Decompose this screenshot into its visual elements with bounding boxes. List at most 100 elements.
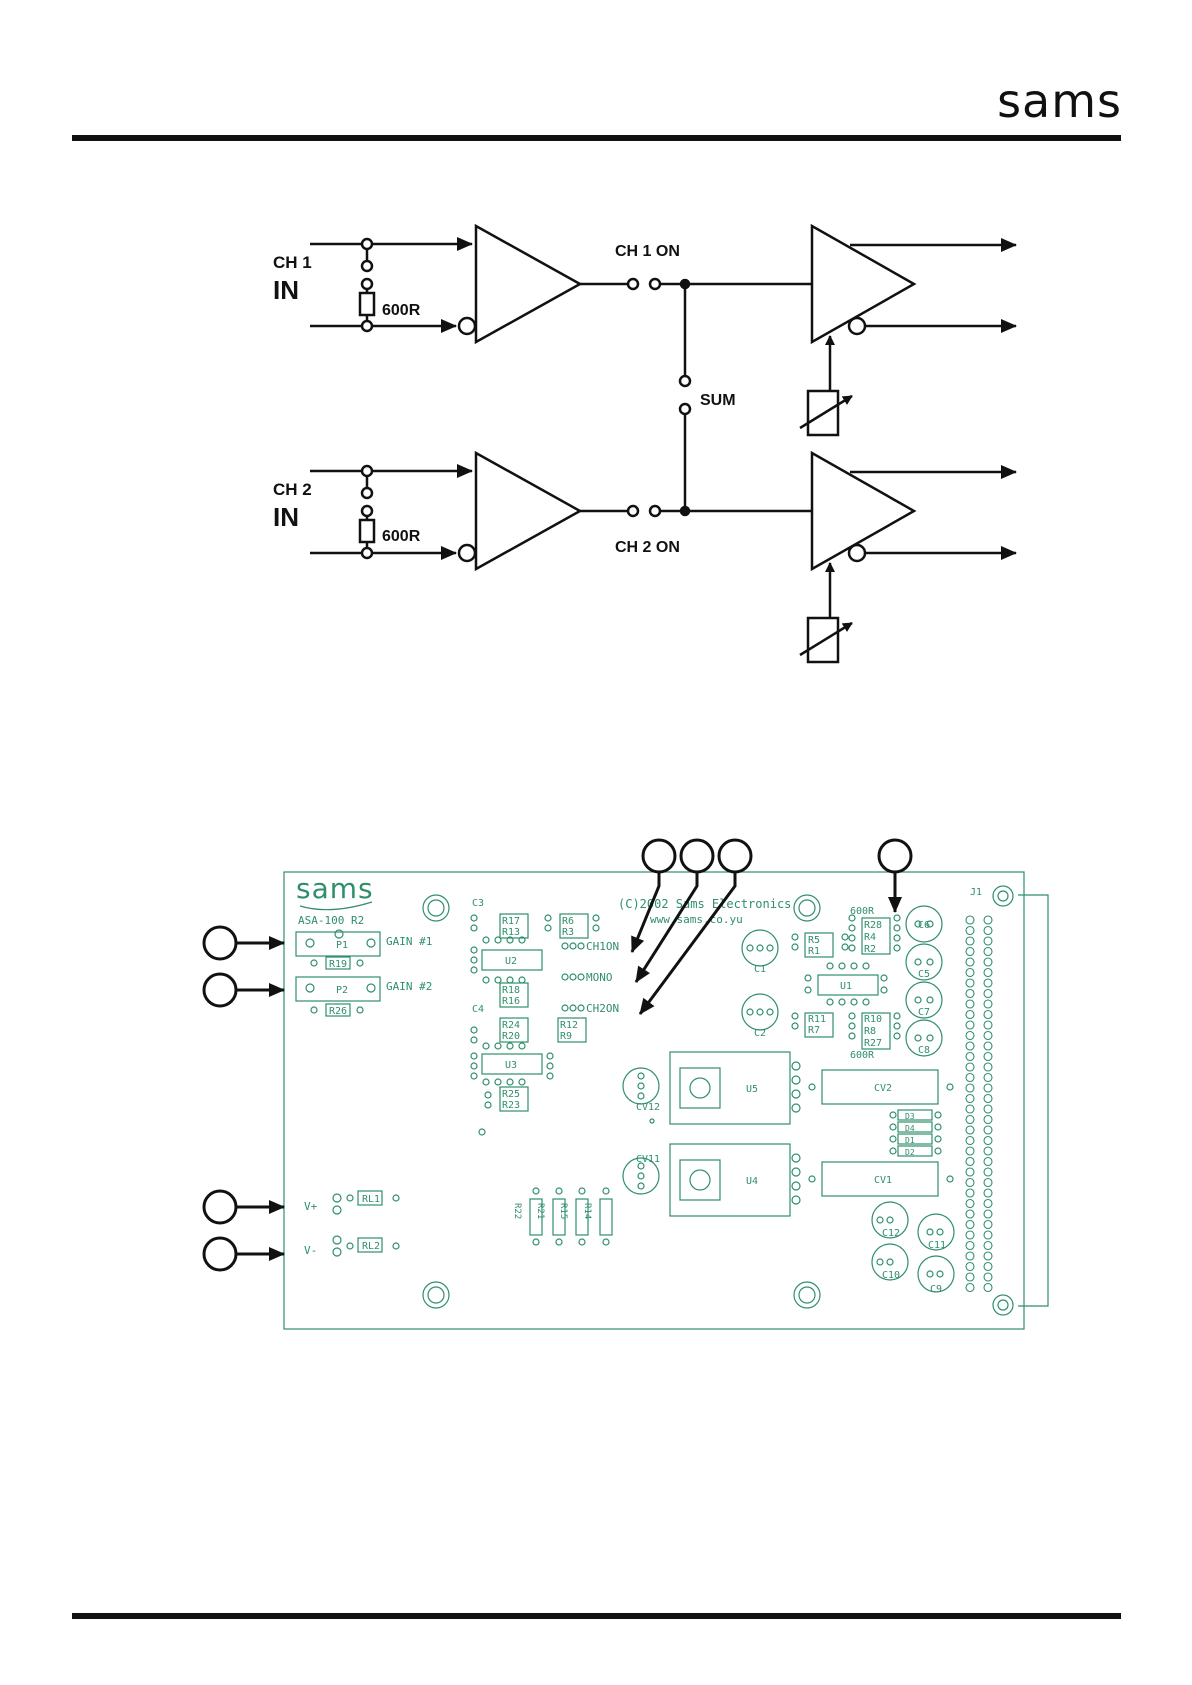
j1-pin bbox=[983, 1251, 993, 1261]
callout-gain1 bbox=[202, 925, 238, 961]
ch2-output-amplifier bbox=[810, 450, 917, 572]
j1-pin bbox=[983, 957, 993, 967]
ch2-in-label: IN bbox=[273, 502, 299, 532]
j1-pin bbox=[983, 1188, 993, 1198]
j1-pin bbox=[983, 915, 993, 925]
r7-label: R7 bbox=[808, 1025, 820, 1036]
j1-pin bbox=[983, 1282, 993, 1293]
r14-label: R14 bbox=[582, 1203, 592, 1219]
gain2-label: GAIN #2 bbox=[386, 980, 432, 993]
j1-pin bbox=[965, 1135, 975, 1146]
c2-label: C2 bbox=[754, 1028, 766, 1039]
ch1-label: CH 1 bbox=[273, 253, 312, 272]
j1-pin bbox=[983, 988, 993, 999]
pcb-pads bbox=[305, 914, 954, 1278]
j1-pin bbox=[965, 1072, 975, 1083]
j1-pin bbox=[965, 957, 975, 967]
j1-label: J1 bbox=[970, 887, 982, 898]
r23-label: R23 bbox=[502, 1100, 520, 1111]
r8-label: R8 bbox=[864, 1026, 876, 1037]
j1-pin bbox=[965, 1272, 975, 1282]
u3-label: U3 bbox=[505, 1060, 517, 1071]
j1-pin bbox=[965, 1114, 975, 1125]
cv2-label: CV2 bbox=[874, 1083, 892, 1094]
callouts bbox=[202, 838, 913, 1272]
r21-label: R21 bbox=[535, 1203, 545, 1219]
ch2-input-section bbox=[310, 450, 812, 572]
j1-pin bbox=[965, 1219, 975, 1230]
edge-connector-outline bbox=[1018, 894, 1049, 1307]
j1-pin bbox=[983, 1272, 993, 1282]
cv11-label: CV11 bbox=[636, 1154, 660, 1165]
r27-label: R27 bbox=[864, 1038, 882, 1049]
j1-pin bbox=[965, 1261, 975, 1272]
callout-mono bbox=[679, 838, 715, 874]
j1-pin bbox=[965, 1198, 975, 1209]
j1-pin bbox=[965, 1188, 975, 1198]
ch1-input-section bbox=[310, 223, 812, 388]
j1-pin bbox=[965, 915, 975, 925]
gain1-label: GAIN #1 bbox=[386, 935, 432, 948]
j1-pin bbox=[965, 1177, 975, 1188]
r10-label: R10 bbox=[864, 1014, 882, 1025]
ch1-inverting-input bbox=[457, 316, 477, 336]
r4-label: R4 bbox=[864, 932, 876, 943]
j1-pin bbox=[983, 1104, 993, 1114]
c7-label: C7 bbox=[918, 1007, 930, 1018]
r24-label: R24 bbox=[502, 1020, 520, 1031]
j1-pin bbox=[965, 1020, 975, 1030]
j1-pin bbox=[965, 1083, 975, 1093]
j1-pin bbox=[983, 1261, 993, 1272]
r12-label: R12 bbox=[560, 1020, 578, 1031]
r15-label: R15 bbox=[558, 1203, 568, 1219]
block-diagram bbox=[310, 223, 1017, 664]
ch1-in-label: IN bbox=[273, 275, 299, 305]
rl1-label: RL1 bbox=[362, 1194, 380, 1205]
j1-pin bbox=[965, 1030, 975, 1041]
j1-pin bbox=[965, 1282, 975, 1293]
pcb-website: www.sams.co.yu bbox=[650, 913, 743, 926]
j1-pin bbox=[983, 1030, 993, 1041]
j1-pin bbox=[965, 1251, 975, 1261]
j1-pin bbox=[983, 1230, 993, 1240]
d2-label: D2 bbox=[905, 1148, 915, 1157]
pcb-copyright: (C)2002 Sams Electronics bbox=[618, 897, 791, 911]
j1-pin bbox=[965, 988, 975, 999]
callout-vplus bbox=[202, 1189, 238, 1225]
ch1-output-amplifier bbox=[810, 223, 917, 345]
j1-pin bbox=[983, 1219, 993, 1230]
j1-pin bbox=[965, 1167, 975, 1177]
j1-pin bbox=[965, 1041, 975, 1051]
c12-label: C12 bbox=[882, 1228, 900, 1239]
callout-ch2on bbox=[717, 838, 753, 874]
d4-label: D4 bbox=[905, 1124, 915, 1133]
c3-label: C3 bbox=[472, 898, 484, 909]
j1-pin bbox=[965, 1062, 975, 1072]
footer-rule bbox=[72, 1613, 1121, 1619]
r20-label: R20 bbox=[502, 1031, 520, 1042]
r17-label: R17 bbox=[502, 916, 520, 927]
res-bottom-label: 600R bbox=[850, 1050, 875, 1061]
j1-pin bbox=[983, 1051, 993, 1062]
c8-label: C8 bbox=[918, 1045, 930, 1056]
j1-pin bbox=[983, 925, 993, 936]
pcb-layout: sams ASA-100 R2 (C)2002 Sams Electronics… bbox=[283, 871, 1049, 1330]
j1-pin bbox=[965, 1146, 975, 1156]
j1-pin bbox=[983, 999, 993, 1009]
j1-pin bbox=[983, 936, 993, 946]
sum-label: SUM bbox=[700, 392, 736, 409]
callout-600r bbox=[877, 838, 913, 874]
callout-vminus bbox=[202, 1236, 238, 1272]
j1-pin bbox=[965, 1156, 975, 1167]
ch2-output-section bbox=[799, 450, 1017, 664]
u5-label: U5 bbox=[746, 1084, 758, 1095]
j1-pin bbox=[965, 1104, 975, 1114]
ch2-inverting-input bbox=[457, 543, 477, 563]
c4-label: C4 bbox=[472, 1004, 484, 1015]
sum-switch bbox=[678, 402, 692, 508]
ch2-label: CH 2 bbox=[273, 480, 312, 499]
sams-logo: sams bbox=[997, 74, 1122, 128]
ch1-on-label: CH 1 ON bbox=[615, 243, 680, 260]
mono-label: MONO bbox=[586, 971, 613, 984]
